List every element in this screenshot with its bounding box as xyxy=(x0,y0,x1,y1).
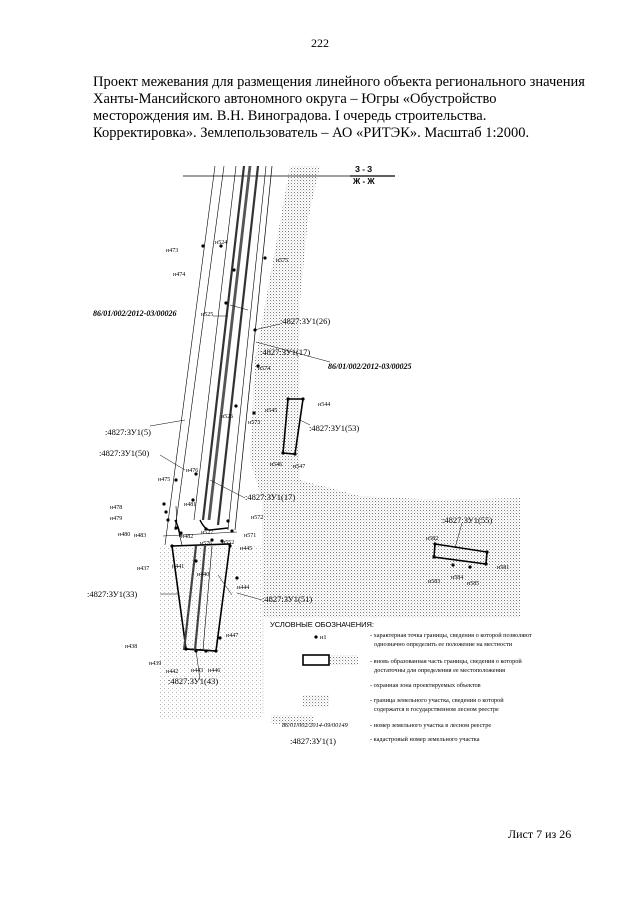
section-label-upper: З - З xyxy=(355,165,372,174)
point-label: н447 xyxy=(226,633,238,639)
point-label: н526 xyxy=(221,414,233,420)
point-label: н575 xyxy=(276,258,288,264)
point-label: н480 xyxy=(118,532,130,538)
point-label: н527 xyxy=(201,530,213,536)
point-label: н481 xyxy=(184,502,196,508)
section-label-lower: Ж - Ж xyxy=(352,177,375,186)
parcel-label: :4827:ЗУ1(43) xyxy=(168,676,218,686)
boundary-points xyxy=(162,244,489,653)
parcel-label: :4827:ЗУ1(33) xyxy=(87,589,137,599)
legend-text: - вновь образованная часть границы, свед… xyxy=(370,658,522,665)
point-label: н439 xyxy=(149,661,161,667)
title-line-4: Корректировка». Землепользователь – АО «… xyxy=(93,125,530,141)
legend-text: - номер земельного участка в лесном реес… xyxy=(370,722,491,729)
point-label: н483 xyxy=(134,533,146,539)
page-number: 222 xyxy=(311,36,329,50)
point-label: н581 xyxy=(497,565,509,571)
parcel-label: :4827:ЗУ1(5) xyxy=(105,427,151,437)
point-label: н552 xyxy=(222,540,234,546)
legend-heading: УСЛОВНЫЕ ОБОЗНАЧЕНИЯ: xyxy=(270,620,374,629)
point-label: н582 xyxy=(426,536,438,542)
point-label: н482 xyxy=(181,534,193,540)
point-label: н584 xyxy=(451,575,463,581)
point-label: н441 xyxy=(172,564,184,570)
point-label: н571 xyxy=(244,533,256,539)
parcel-label: :4827:ЗУ1(51) xyxy=(262,594,312,604)
point-label: н442 xyxy=(166,669,178,675)
document-title: Проект межевания для размещения линейног… xyxy=(93,74,603,142)
point-label: н573 xyxy=(248,420,260,426)
point-label: н437 xyxy=(137,566,149,572)
title-line-1: Проект межевания для размещения линейног… xyxy=(93,74,585,90)
point-label: н474 xyxy=(173,272,185,278)
parcel-label: :4827:ЗУ1(26) xyxy=(280,316,330,326)
point-label: н473 xyxy=(166,248,178,254)
point-label: н547 xyxy=(293,464,305,470)
legend-item-forest-boundary: - граница земельного участка, сведения о… xyxy=(303,695,504,713)
legend-item-point: н1 - характерная точка границы, сведения… xyxy=(314,632,532,648)
point-label: н576 xyxy=(200,541,212,547)
point-labels: н473 н474 н524 н575 н525 н574 н526 н573 … xyxy=(110,240,509,675)
legend-sample-label: н1 xyxy=(320,634,327,641)
legend-text: однозначно определить ее положение на ме… xyxy=(374,641,513,648)
legend-text: содержатся в государственном лесном реес… xyxy=(374,706,499,713)
legend-item-protection-zone: - охранная зона проектируемых объектов xyxy=(370,682,481,689)
legend-item-new-boundary: - вновь образованная часть границы, свед… xyxy=(302,654,522,674)
cadastral-number-left: 86/01/002/2012-03/00026 xyxy=(93,309,177,318)
legend-item-forest-number: 86/01/002/2014-09/00149 - номер земельно… xyxy=(282,722,491,729)
parcel-label: :4827:ЗУ1(17) xyxy=(260,347,310,357)
parcel-label: :4827:ЗУ1(50) xyxy=(99,448,149,458)
point-label: н440 xyxy=(197,572,209,578)
point-label: н572 xyxy=(251,515,263,521)
point-label: н583 xyxy=(428,579,440,585)
cadastral-number-right: 86/01/002/2012-03/00025 xyxy=(328,362,412,371)
legend: УСЛОВНЫЕ ОБОЗНАЧЕНИЯ: н1 - характерная т… xyxy=(270,620,532,746)
point-label: н574 xyxy=(258,366,270,372)
point-label: н544 xyxy=(318,402,330,408)
point-label: н479 xyxy=(110,516,122,522)
parcel-labels: :4827:ЗУ1(26) :4827:ЗУ1(17) :4827:ЗУ1(5)… xyxy=(87,309,492,686)
point-label: н585 xyxy=(467,581,479,587)
hatched-zones xyxy=(160,166,520,743)
legend-text: - характерная точка границы, сведения о … xyxy=(370,632,532,639)
point-label: н525 xyxy=(201,312,213,318)
title-line-3: месторождения им. В.Н. Виноградова. I оч… xyxy=(93,108,487,124)
leader-lines xyxy=(149,304,463,681)
legend-text: - граница земельного участка, сведения о… xyxy=(370,697,504,704)
point-label: н478 xyxy=(110,505,122,511)
parcel-label: :4827:ЗУ1(55) xyxy=(442,515,492,525)
point-label: н524 xyxy=(215,240,227,246)
point-label: н446 xyxy=(208,668,220,674)
parcel-label: :4827:ЗУ1(17) xyxy=(245,492,295,502)
point-label: н545 xyxy=(265,408,277,414)
parcel-label: :4827:ЗУ1(53) xyxy=(309,423,359,433)
legend-text: достаточны для определения ее местополож… xyxy=(374,667,505,674)
point-label: н475 xyxy=(158,477,170,483)
point-label: н476 xyxy=(186,468,198,474)
legend-sample-label: :4827:ЗУ1(1) xyxy=(290,736,336,746)
section-header: З - З Ж - Ж xyxy=(183,165,395,186)
legend-sample-label: 86/01/002/2014-09/00149 xyxy=(282,722,349,729)
point-label: н438 xyxy=(125,644,137,650)
point-label: н546 xyxy=(270,462,282,468)
legend-text: - кадастровый номер земельного участка xyxy=(370,736,480,743)
legend-item-cadastral: :4827:ЗУ1(1) - кадастровый номер земельн… xyxy=(290,736,480,746)
point-label: н443 xyxy=(191,668,203,674)
legend-text: - охранная зона проектируемых объектов xyxy=(370,682,481,689)
title-line-2: Ханты-Мансийского автономного округа – Ю… xyxy=(93,91,497,107)
sheet-number: Лист 7 из 26 xyxy=(508,827,572,841)
pipeline-corridor xyxy=(164,165,273,546)
point-label: н445 xyxy=(240,546,252,552)
point-label: н444 xyxy=(237,585,249,591)
